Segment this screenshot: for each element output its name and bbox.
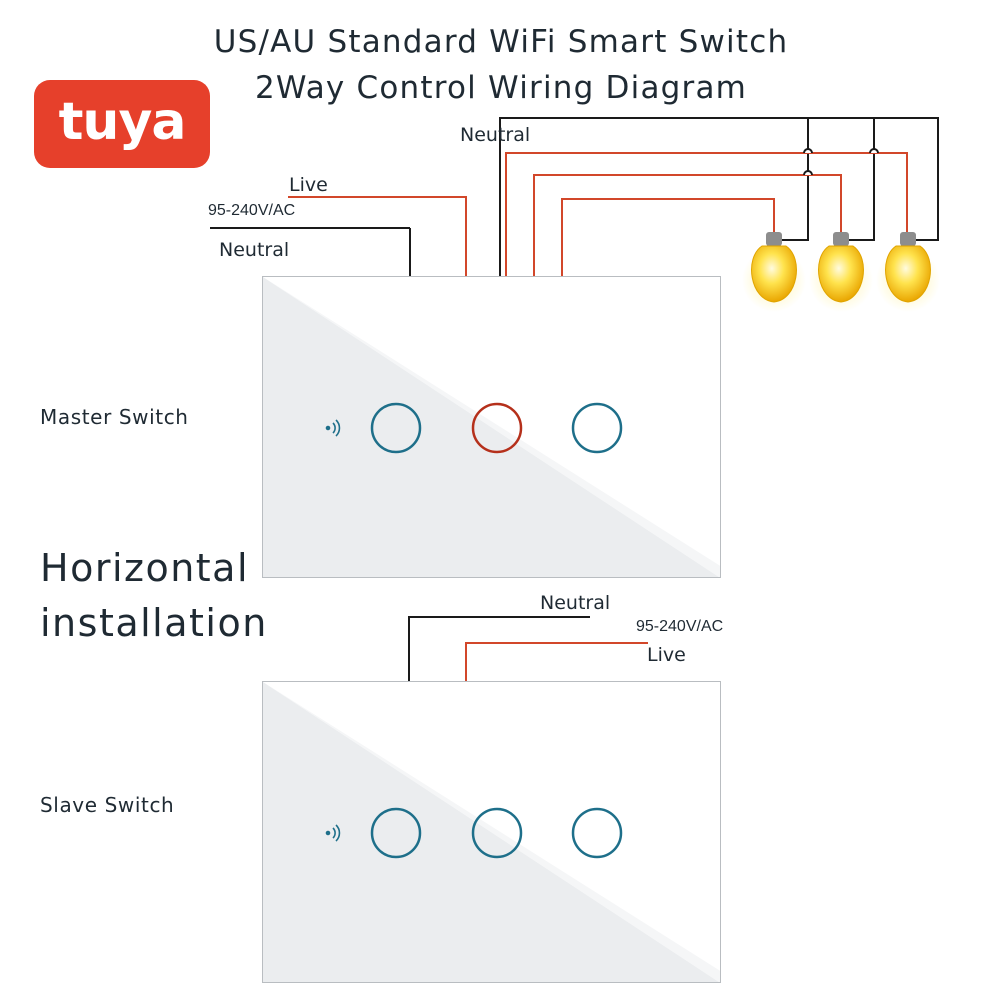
- tuya-logo: [34, 80, 210, 168]
- switch-button-1: [370, 807, 422, 859]
- diagram-title-line2: 2Way Control Wiring Diagram: [254, 70, 748, 106]
- tuya-logo-text: tuya: [58, 92, 187, 152]
- neutral-label-bottom: Neutral: [540, 592, 611, 614]
- light-bulb-icon: [742, 232, 806, 312]
- live-load-wires: [288, 152, 908, 276]
- master-switch-panel: [262, 276, 721, 578]
- slave-switch-label: Slave Switch: [40, 793, 175, 817]
- live-label-bottom: Live: [647, 644, 686, 666]
- wifi-signal-icon: [325, 824, 341, 842]
- switch-button-3: [571, 807, 623, 859]
- light-bulb-icon: [876, 232, 940, 312]
- wifi-signal-icon: [325, 419, 341, 437]
- neutral-label-top: Neutral: [460, 124, 531, 146]
- switch-button-3: [571, 402, 623, 454]
- light-bulb-icon: [809, 232, 873, 312]
- master-switch-label: Master Switch: [40, 405, 189, 429]
- neutral-bus-wire: [210, 117, 939, 276]
- neutral-input-label-top: Neutral: [219, 239, 290, 261]
- voltage-label-top: 95-240V/AC: [208, 202, 296, 219]
- installation-line2: installation: [40, 601, 268, 645]
- diagram-title-line1: US/AU Standard WiFi Smart Switch: [213, 24, 789, 60]
- slave-switch-panel: [262, 681, 721, 983]
- switch-button-2: [471, 807, 523, 859]
- live-label-top: Live: [289, 174, 328, 196]
- switch-button-2-active: [471, 402, 523, 454]
- slave-live-wire: [465, 642, 648, 682]
- voltage-label-bottom: 95-240V/AC: [636, 618, 724, 635]
- switch-button-1: [370, 402, 422, 454]
- installation-line1: Horizontal: [40, 546, 250, 590]
- slave-neutral-wire: [408, 616, 590, 682]
